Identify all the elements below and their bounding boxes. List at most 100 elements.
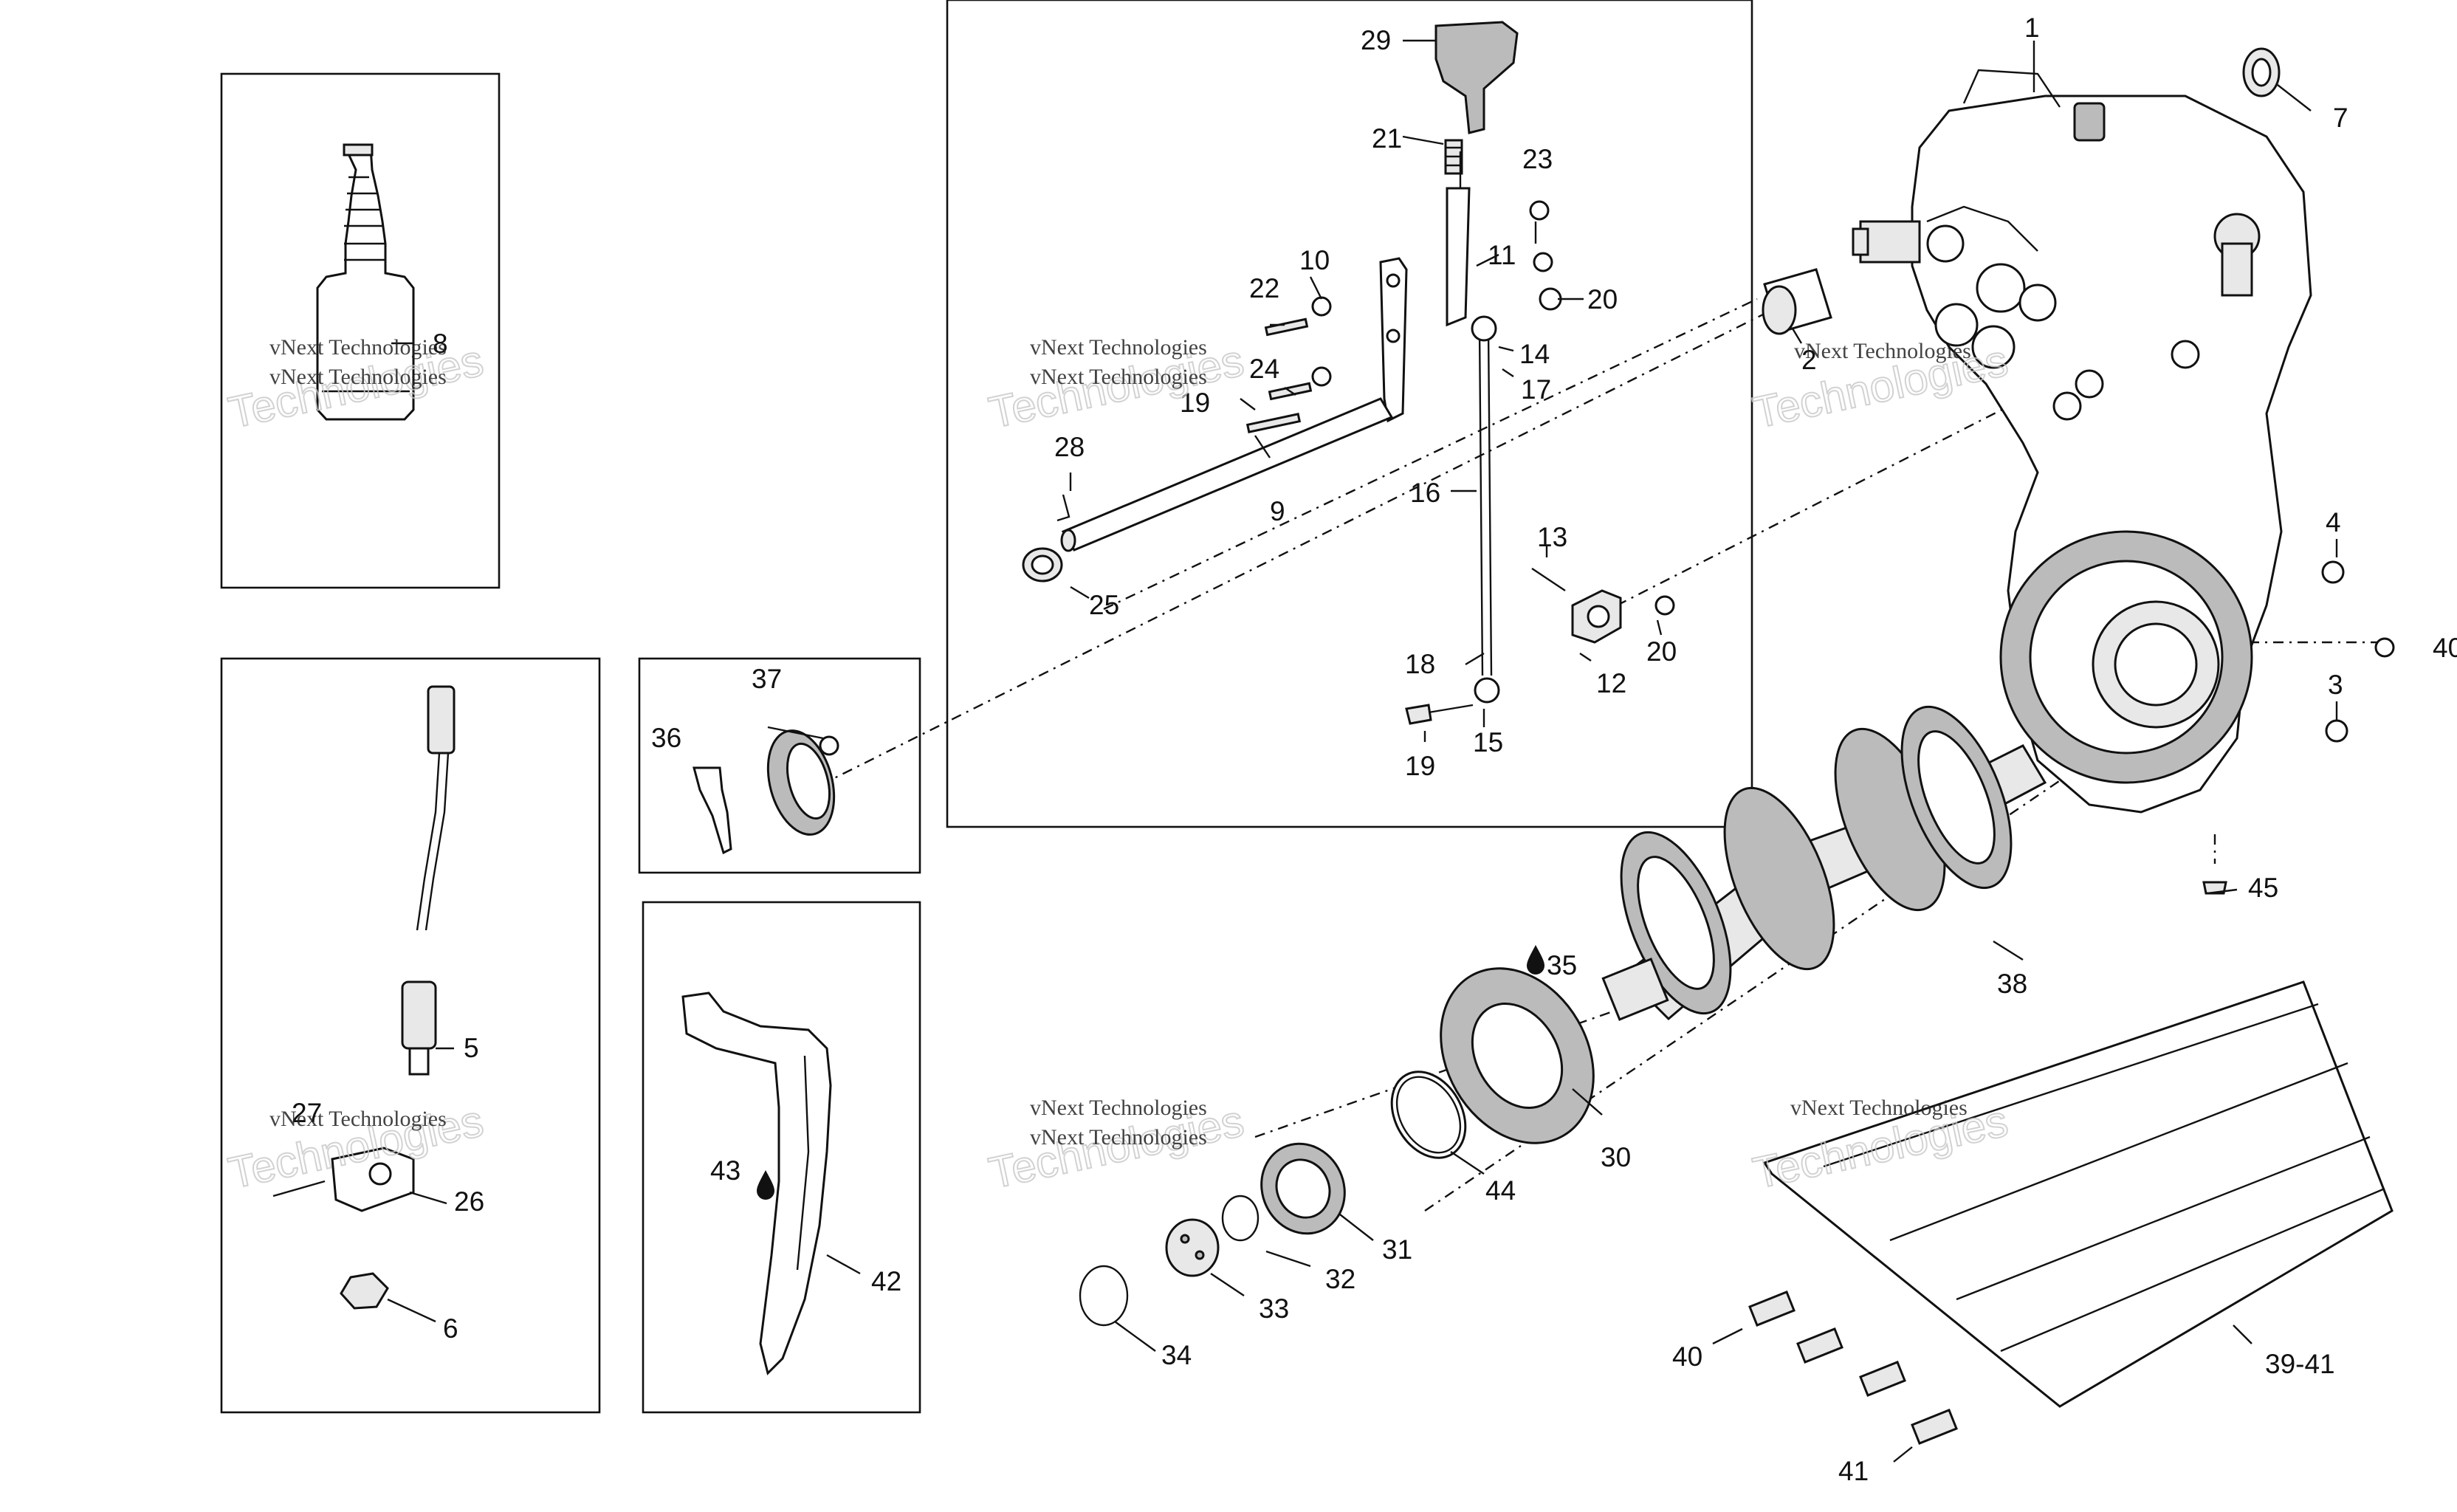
label-35: 35 bbox=[1547, 950, 1577, 980]
part-33-cap bbox=[1165, 1218, 1220, 1277]
label-20b: 20 bbox=[1646, 636, 1677, 667]
label-41: 41 bbox=[1838, 1456, 1869, 1486]
part-2-bushing bbox=[1762, 268, 1832, 335]
watermark-text: vNext Technologies bbox=[269, 365, 447, 389]
label-16: 16 bbox=[1410, 478, 1440, 508]
part-34-circlip bbox=[1079, 1265, 1129, 1327]
label-22: 22 bbox=[1249, 273, 1279, 303]
watermark-text: vNext Technologies bbox=[269, 1107, 447, 1131]
part-12-lever bbox=[1531, 568, 1622, 644]
frame-lubricant bbox=[220, 72, 501, 589]
part-32-oring bbox=[1221, 1195, 1260, 1242]
label-40a: 40 bbox=[1672, 1341, 1702, 1372]
label-7: 7 bbox=[2333, 103, 2348, 133]
part-40-bolt-right bbox=[2374, 637, 2395, 658]
part-31-seal bbox=[1260, 1142, 1346, 1235]
part-labels: 1 7 2 4 40 3 45 38 39-41 40 41 35 30 44 … bbox=[292, 13, 2457, 1486]
label-3: 3 bbox=[2328, 670, 2343, 700]
label-24: 24 bbox=[1249, 354, 1279, 384]
part-37-ring bbox=[766, 729, 839, 836]
part-9-shaft bbox=[1060, 397, 1394, 552]
part-7-seal bbox=[2242, 47, 2281, 97]
part-19-bolt bbox=[1405, 704, 1474, 725]
part-40-41-clips bbox=[1748, 1291, 1958, 1445]
label-10: 10 bbox=[1299, 245, 1330, 275]
part-20-nut bbox=[1654, 595, 1675, 616]
frame-harness bbox=[642, 901, 921, 1414]
label-30: 30 bbox=[1601, 1142, 1631, 1172]
part-lubricant-bottle bbox=[316, 143, 415, 421]
label-23: 23 bbox=[1522, 144, 1553, 174]
label-19a: 19 bbox=[1180, 388, 1210, 418]
label-27: 27 bbox=[292, 1098, 322, 1128]
part-3-4-nuts bbox=[2321, 560, 2348, 743]
label-32: 32 bbox=[1325, 1264, 1355, 1294]
part-16-rod bbox=[1471, 315, 1500, 704]
part-6-nut bbox=[340, 1272, 389, 1310]
label-36: 36 bbox=[651, 723, 681, 753]
label-39-41: 39-41 bbox=[2265, 1349, 2335, 1379]
label-6: 6 bbox=[443, 1313, 458, 1344]
watermarks: Technologies vNext Technologies vNext Te… bbox=[224, 334, 2013, 1198]
label-28: 28 bbox=[1054, 432, 1085, 462]
watermark-text: vNext Technologies bbox=[1794, 339, 1971, 363]
part-44-oring bbox=[1390, 1071, 1467, 1159]
label-29: 29 bbox=[1361, 25, 1391, 55]
part-42-harness-cover bbox=[681, 992, 832, 1375]
label-34: 34 bbox=[1161, 1340, 1192, 1370]
part-25-bushing bbox=[1022, 547, 1063, 583]
part-36-pawl bbox=[693, 766, 732, 855]
label-9: 9 bbox=[1270, 496, 1285, 526]
label-11: 11 bbox=[1488, 240, 1516, 270]
part-5-sensor bbox=[401, 685, 456, 1076]
label-19b: 19 bbox=[1405, 751, 1435, 781]
label-13: 13 bbox=[1537, 522, 1567, 552]
part-45-bolt bbox=[2202, 881, 2227, 895]
part-gearbox-case bbox=[1852, 69, 2312, 814]
part-38-drive-axle bbox=[1601, 705, 2047, 1021]
label-40b: 40 bbox=[2433, 633, 2457, 663]
label-38: 38 bbox=[1997, 969, 2027, 999]
label-15: 15 bbox=[1473, 727, 1503, 757]
label-31: 31 bbox=[1382, 1234, 1412, 1265]
label-45: 45 bbox=[2248, 873, 2278, 903]
watermark-text: vNext Technologies bbox=[1030, 365, 1207, 389]
label-21: 21 bbox=[1372, 123, 1402, 154]
droplet-icon bbox=[1527, 945, 1544, 975]
part-28-pin bbox=[1056, 494, 1071, 522]
label-2: 2 bbox=[1801, 345, 1817, 375]
part-23-nuts bbox=[1529, 200, 1562, 311]
label-44: 44 bbox=[1485, 1175, 1516, 1206]
watermark-text: vNext Technologies bbox=[269, 335, 447, 360]
watermark-text: vNext Technologies bbox=[1030, 335, 1207, 360]
label-25: 25 bbox=[1089, 590, 1119, 620]
part-26-bracket bbox=[272, 1147, 415, 1212]
label-20a: 20 bbox=[1587, 284, 1618, 315]
frame-ring bbox=[638, 657, 921, 874]
part-11-lever bbox=[1446, 151, 1471, 327]
label-14: 14 bbox=[1519, 339, 1550, 369]
part-39-41-track-section bbox=[1762, 980, 2394, 1408]
watermark-text: vNext Technologies bbox=[1030, 1096, 1207, 1120]
leader-lines bbox=[387, 39, 2338, 1463]
label-8: 8 bbox=[433, 329, 448, 359]
label-33: 33 bbox=[1259, 1293, 1289, 1324]
label-18: 18 bbox=[1405, 649, 1435, 679]
frame-shift-linkage bbox=[946, 0, 1753, 828]
label-26: 26 bbox=[454, 1186, 484, 1217]
label-1: 1 bbox=[2024, 13, 2040, 43]
part-29-shift-knob bbox=[1434, 21, 1519, 134]
label-37: 37 bbox=[752, 664, 782, 694]
droplet-icon bbox=[757, 1170, 774, 1200]
part-10-bracket bbox=[1379, 257, 1408, 423]
label-5: 5 bbox=[464, 1033, 479, 1063]
part-30-plate bbox=[1440, 967, 1595, 1144]
part-21-spring bbox=[1444, 139, 1463, 175]
label-17: 17 bbox=[1521, 374, 1551, 405]
watermark-text: vNext Technologies bbox=[1030, 1125, 1207, 1150]
watermark-text: vNext Technologies bbox=[1790, 1096, 1968, 1120]
label-43: 43 bbox=[710, 1155, 740, 1186]
label-42: 42 bbox=[871, 1266, 901, 1296]
label-4: 4 bbox=[2326, 507, 2341, 537]
